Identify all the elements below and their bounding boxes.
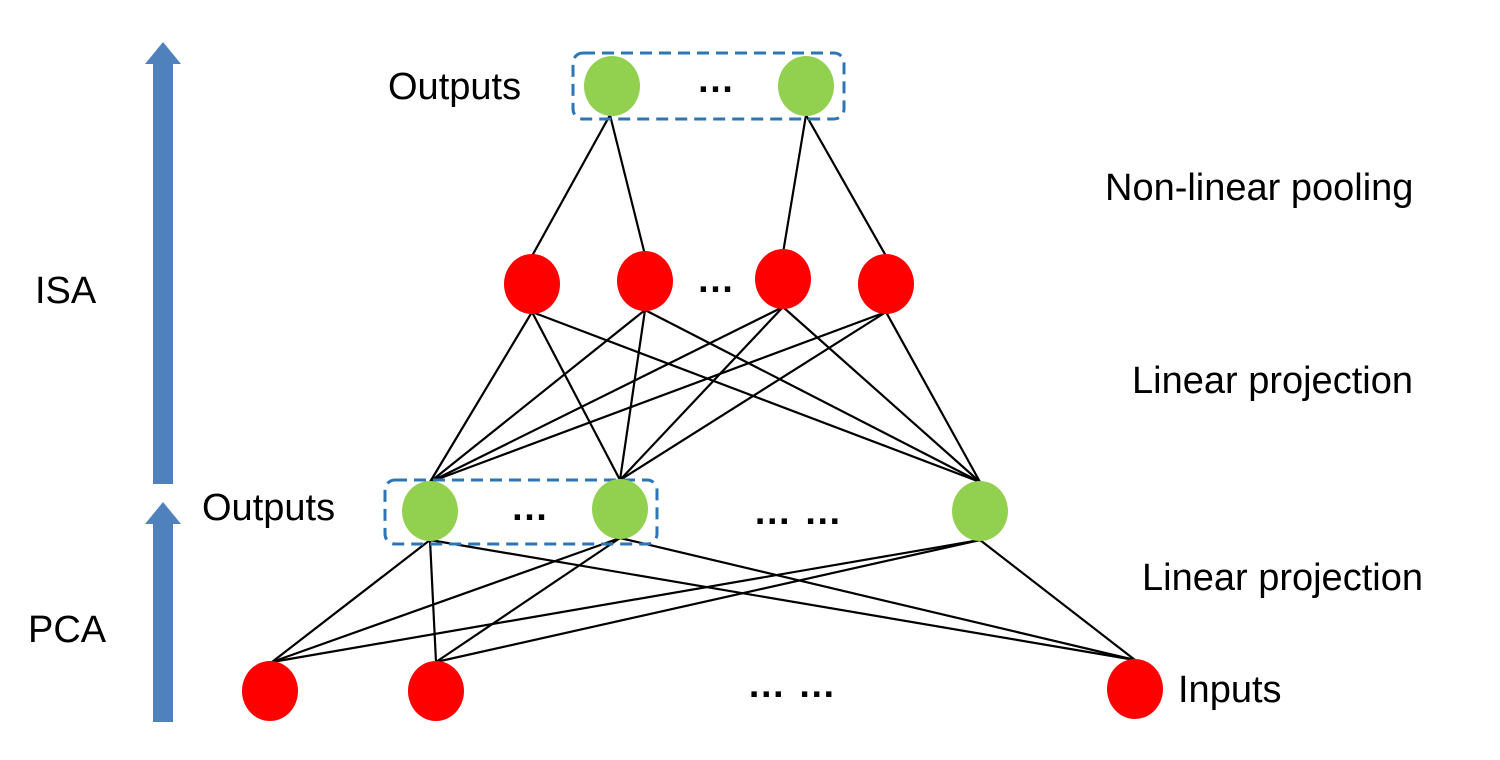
- isa-hidden-nodes: [504, 249, 914, 314]
- top-outputs-label: Outputs: [388, 66, 521, 108]
- edge-isa-projection: [429, 306, 784, 483]
- mid-rest-ellipsis: … …: [753, 491, 843, 533]
- edge-isa-projection: [782, 306, 981, 483]
- edge-pca-projection: [271, 538, 981, 664]
- inputs-rest-ellipsis: … …: [747, 664, 837, 706]
- inputs-label: Inputs: [1178, 669, 1282, 711]
- edge-isa-projection: [429, 309, 646, 483]
- top-group-ellipsis: …: [697, 59, 736, 101]
- mid-outputs-label: Outputs: [202, 487, 335, 529]
- nonlinear-pooling-label: Non-linear pooling: [1105, 167, 1413, 209]
- input-node: [242, 661, 298, 721]
- isa-hidden-node: [504, 254, 560, 314]
- input-nodes: [242, 659, 1163, 721]
- isa-hidden-node: [755, 249, 811, 309]
- isa-hidden-node: [617, 251, 673, 311]
- edge-isa-projection: [429, 310, 887, 484]
- edge-pca-projection: [429, 538, 1136, 662]
- pca-output-node: [952, 481, 1008, 541]
- isa-stage-arrow: [145, 42, 181, 484]
- pca-stage-arrow: [145, 502, 181, 722]
- edge-pca-projection: [435, 538, 981, 664]
- isa-hidden-node: [858, 254, 914, 314]
- linear-projection-upper-label: Linear projection: [1132, 360, 1413, 402]
- edge-isa-projection: [644, 309, 981, 483]
- edge-pca-projection: [979, 539, 1136, 661]
- input-node: [1107, 659, 1163, 719]
- top-output-group-box: [571, 51, 846, 121]
- edge-pca-projection: [435, 537, 621, 663]
- top-output-node: [584, 56, 640, 116]
- top-output-node: [778, 56, 834, 116]
- pca-arrow-head: [145, 502, 181, 524]
- edge-pooling: [805, 114, 887, 257]
- input-node: [408, 661, 464, 721]
- mid-group-ellipsis: …: [511, 487, 550, 529]
- edge-isa-projection: [885, 311, 981, 483]
- isa-hidden-ellipsis: …: [697, 259, 736, 301]
- isa-stage-label: ISA: [35, 270, 97, 312]
- pca-arrow-shaft: [153, 522, 173, 722]
- pca-stage-label: PCA: [28, 609, 107, 651]
- edge-pca-projection: [619, 536, 1136, 662]
- isa-arrow-shaft: [153, 62, 173, 484]
- edge-isa-projection: [619, 311, 887, 481]
- edge-pooling: [781, 114, 808, 254]
- edge-isa-projection: [531, 311, 621, 481]
- mid-output-group-box: [383, 478, 659, 546]
- top-output-nodes: [584, 56, 834, 116]
- edge-isa-projection: [429, 311, 533, 483]
- edge-pca-projection: [428, 539, 438, 663]
- edge-isa-projection: [619, 306, 784, 481]
- edge-pooling: [531, 114, 611, 257]
- edges: [271, 114, 1136, 664]
- isa-arrow-head: [145, 42, 181, 64]
- pca-output-nodes: [402, 479, 1008, 541]
- linear-projection-lower-label: Linear projection: [1142, 557, 1423, 599]
- edge-pca-projection: [271, 536, 621, 664]
- edge-isa-projection: [618, 309, 647, 481]
- edge-pca-projection: [271, 539, 431, 663]
- pca-output-node: [592, 479, 648, 539]
- edge-pooling: [608, 114, 647, 256]
- pca-output-node: [402, 481, 458, 541]
